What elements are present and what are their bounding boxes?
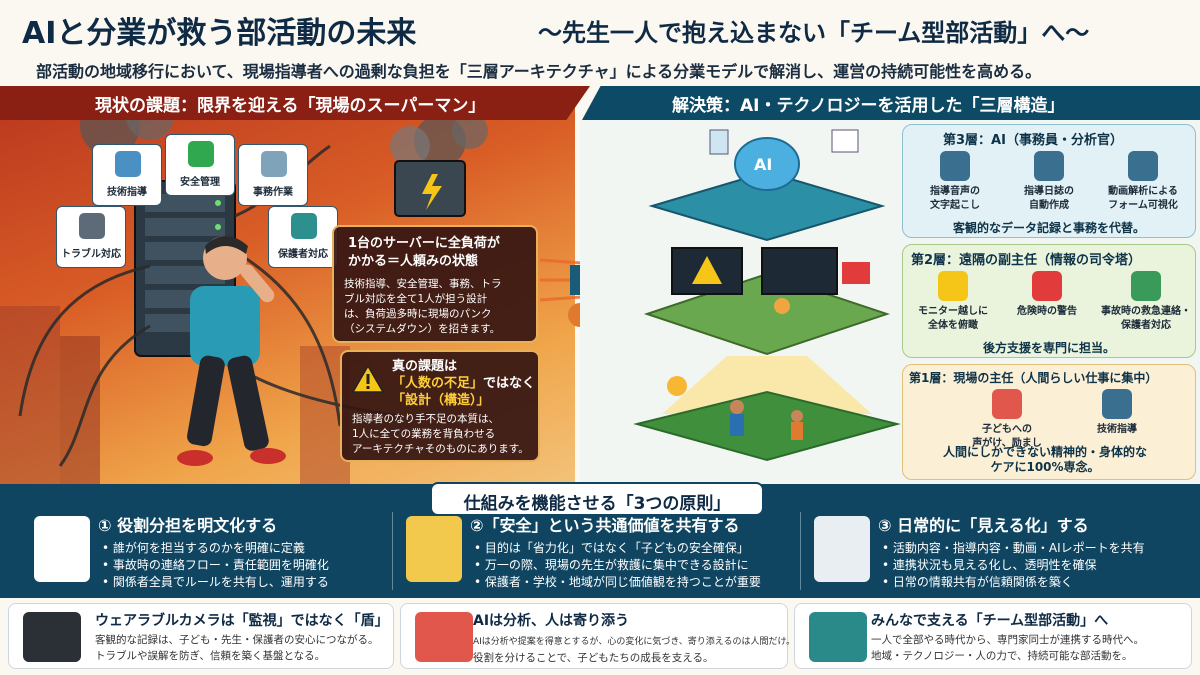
- layer2-note: 後方支援を専門に担当。: [983, 341, 1116, 355]
- layer2-remote: 第2層：遠隔の副主任（情報の司令塔） モニター越しに 全体を俯瞰 危険時の警告 …: [902, 244, 1196, 358]
- microphone-icon: [940, 151, 970, 181]
- phone-icon: [1131, 271, 1161, 301]
- solution-heading-bar: 解決策：AI・テクノロジーを活用した「三層構造」: [582, 86, 1200, 120]
- checklist-icon: [34, 516, 90, 582]
- shield-check-icon: [188, 141, 214, 167]
- camera-icon: [23, 612, 81, 662]
- task-tag-parents: 保護者対応: [268, 206, 338, 268]
- sports-field: [633, 390, 901, 462]
- server-overload-box: 1台のサーバーに全負荷が かかる＝人頼みの状態 技術指導、安全管理、事務、トラ …: [332, 225, 538, 343]
- shield-family-icon: [406, 516, 462, 582]
- principles-title: 仕組みを機能させる「3つの原則」: [430, 482, 764, 516]
- child-figure: [791, 410, 803, 422]
- layer3-title: 第3層：AI（事務員・分析官）: [943, 133, 1123, 148]
- layer3-ai: 第3層：AI（事務員・分析官） 指導音声の 文字起こし 指導日誌の 自動作成 動…: [902, 124, 1196, 238]
- layer3-item-transcription: 指導音声の 文字起こし: [909, 151, 1001, 212]
- warning-icon: [352, 364, 384, 393]
- monitor-data-screen: [761, 247, 838, 295]
- bullet: 連携状況も見える化し、透明性を確保: [882, 557, 1145, 574]
- page-title: AIと分業が救う部活動の未来: [22, 16, 417, 51]
- principle-1: ① 役割分担を明文化する 誰が何を担当するのかを明確に定義 事故時の連絡フロー・…: [20, 508, 390, 596]
- principle-2: ②「安全」という共通価値を共有する 目的は「省力化」ではなく「子どもの安全確保」…: [392, 508, 802, 596]
- sun-icon: [667, 376, 687, 396]
- gear-icon: [79, 213, 105, 239]
- smartphone-icon: [814, 516, 870, 582]
- task-tag-safety: 安全管理: [165, 134, 235, 196]
- remote-staff-figure: [774, 298, 790, 314]
- bullet: 活動内容・指導内容・動画・AIレポートを共有: [882, 540, 1145, 557]
- bullet: 万一の際、現場の先生が救護に集中できる設計に: [474, 557, 761, 574]
- true-issue-box: 真の課題は 「人数の不足」ではなく 「設計（構造）」 指導者のなり手不足の本質は…: [340, 350, 540, 462]
- bullet: 事故時の連絡フロー・責任範囲を明確化: [102, 557, 329, 574]
- three-layer-illustration: AI: [633, 129, 901, 462]
- task-tag-trouble: トラブル対応: [56, 206, 126, 268]
- solution-heading: 解決策：AI・テクノロジーを活用した「三層構造」: [672, 96, 1065, 116]
- layer1-title: 第1層：現場の主任（人間らしい仕事に集中）: [909, 371, 1158, 385]
- bullet: 関係者全員でルールを共有し、運用する: [102, 574, 329, 591]
- card-wearable-camera: ウェアラブルカメラは「監視」ではなく「盾」 客観的な記録は、子ども・先生・保護者…: [8, 603, 394, 669]
- problem-heading: 現状の課題：限界を迎える「現場のスーパーマン」: [95, 96, 486, 116]
- bullet: 日常の情報共有が信頼関係を築く: [882, 574, 1145, 591]
- card-team-club: みんなで支える「チーム型部活動」へ 一人で全部やる時代から、専門家同士が連携する…: [794, 603, 1192, 669]
- task-tag-coaching: 技術指導: [92, 144, 162, 206]
- bullet: 誰が何を担当するのかを明確に定義: [102, 540, 329, 557]
- parent-chat-icon: [291, 213, 317, 239]
- chart-screen-icon: [831, 129, 859, 153]
- document-icon: [261, 151, 287, 177]
- pencil-icon: [115, 151, 141, 177]
- divider: [392, 512, 393, 590]
- principle-3: ③ 日常的に「見える化」する 活動内容・指導内容・動画・AIレポートを共有 連携…: [800, 508, 1200, 596]
- layer1-note: 人間にしかできない精神的・身体的な ケアに100%専念。: [943, 445, 1148, 474]
- video-camera-icon: [1128, 151, 1158, 181]
- layer1-item-encouragement: 子どもへの 声がけ、励まし: [961, 389, 1053, 450]
- svg-text:AI: AI: [754, 155, 772, 174]
- heart-family-icon: [415, 612, 473, 662]
- layer3-item-video-analysis: 動画解析による フォーム可視化: [1097, 151, 1189, 212]
- heart-hands-icon: [992, 389, 1022, 419]
- warning-icon: [938, 271, 968, 301]
- team-icon: [809, 612, 867, 662]
- problem-heading-bar: 現状の課題：限界を迎える「現場のスーパーマン」: [0, 86, 590, 120]
- first-aid-icon: [842, 262, 870, 284]
- bullet: 保護者・学校・地域が同じ価値観を持つことが重要: [474, 574, 761, 591]
- first-aid-icon: [1032, 271, 1062, 301]
- coach-icon: [1102, 389, 1132, 419]
- layer2-item-overview: モニター越しに 全体を俯瞰: [907, 271, 999, 332]
- page-title-sub: 〜先生一人で抱え込まない「チーム型部活動」へ〜: [538, 19, 1090, 47]
- layer1-field: 第1層：現場の主任（人間らしい仕事に集中） 子どもへの 声がけ、励まし 技術指導…: [902, 364, 1196, 480]
- layer2-item-alert: 危険時の警告: [1001, 271, 1093, 319]
- layer3-note: 客観的なデータ記録と事務を代替。: [953, 221, 1146, 235]
- layer2-title: 第2層：遠隔の副主任（情報の司令塔）: [911, 253, 1142, 268]
- layer1-item-coaching: 技術指導: [1071, 389, 1163, 437]
- page-subtitle: 部活動の地域移行において、現場指導者への過剰な負担を「三層アーキテクチャ」による…: [36, 62, 1042, 81]
- card-ai-and-people: AIは分析、人は寄り添う AIは分析や提案を得意とするが、心の変化に気づき、寄り…: [400, 603, 795, 669]
- divider: [800, 512, 801, 590]
- coach-figure: [730, 400, 744, 414]
- layer2-item-emergency: 事故時の救急連絡・ 保護者対応: [1097, 271, 1195, 332]
- journal-icon: [1034, 151, 1064, 181]
- ai-brain-icon: [734, 137, 800, 191]
- task-tag-office-work: 事務作業: [238, 144, 308, 206]
- bullet: 目的は「省力化」ではなく「子どもの安全確保」: [474, 540, 761, 557]
- database-icon: [709, 129, 729, 155]
- layer3-item-journal: 指導日誌の 自動作成: [1003, 151, 1095, 212]
